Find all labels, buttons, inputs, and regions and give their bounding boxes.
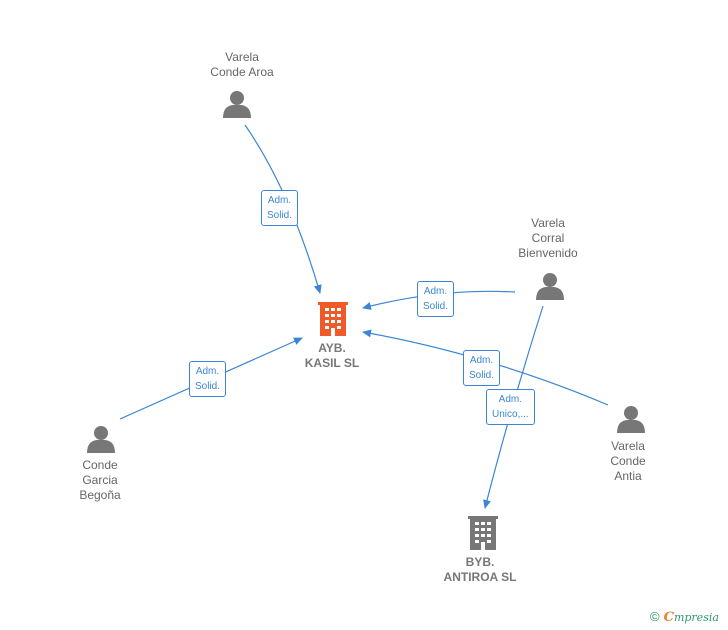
person-name-line: Conde — [82, 458, 118, 472]
edge-label-bienvenido[interactable]: Adm. Solid. — [417, 281, 455, 317]
edge-label-bienvenido-byb[interactable]: Adm. Unico,... — [486, 389, 535, 425]
person-name-line: Bienvenido — [518, 246, 578, 260]
edge-role-line: Adm. — [267, 195, 292, 206]
person-label-bienvenido[interactable]: Varela Corral Bienvenido — [498, 216, 598, 261]
person-icon-begona[interactable] — [87, 426, 115, 453]
person-name-line: Varela — [611, 439, 645, 453]
building-icon-byb[interactable] — [468, 516, 498, 550]
person-name-line: Antia — [614, 469, 642, 483]
company-name-line: KASIL SL — [304, 356, 360, 370]
person-name-line: Varela — [225, 50, 259, 64]
person-name-line: Conde Aroa — [210, 65, 274, 79]
person-label-aroa[interactable]: Varela Conde Aroa — [190, 50, 294, 80]
edge-label-antia[interactable]: Adm. Solid. — [463, 350, 501, 386]
person-name-line: Conde — [610, 454, 646, 468]
edge-role-line: Solid. — [469, 370, 495, 381]
edge-role-line: Solid. — [423, 301, 449, 312]
empresia-logo[interactable]: ©Cmpresia — [650, 609, 719, 625]
person-name-line: Garcia — [82, 473, 118, 487]
edge-label-begona[interactable]: Adm. Solid. — [189, 361, 227, 397]
edge-role-line: Solid. — [195, 381, 221, 392]
company-label-byb[interactable]: BYB. ANTIROA SL — [430, 555, 530, 585]
company-name-line: BYB. — [465, 555, 495, 569]
edge-role-line: Adm. — [469, 355, 494, 366]
edge-role-line: Adm. — [423, 286, 448, 297]
copyright-symbol: © — [650, 609, 660, 624]
person-icon-antia[interactable] — [617, 406, 645, 433]
person-label-antia[interactable]: Varela Conde Antia — [588, 439, 668, 484]
person-name-line: Corral — [531, 231, 565, 245]
company-name-line: AYB. — [318, 341, 346, 355]
person-name-line: Varela — [531, 216, 565, 230]
edge-role-line: Solid. — [267, 210, 293, 221]
brand-initial: C — [663, 610, 674, 625]
edge-role-line: Adm. — [195, 366, 220, 377]
brand-name: mpresia — [673, 611, 719, 624]
edge-label-aroa[interactable]: Adm. Solid. — [261, 190, 299, 226]
company-label-main[interactable]: AYB. KASIL SL — [282, 341, 382, 371]
building-icon-main[interactable] — [318, 302, 348, 336]
person-icon-bienvenido[interactable] — [536, 273, 564, 300]
edge-role-line: Unico,... — [492, 409, 529, 420]
person-icon-aroa[interactable] — [223, 91, 251, 118]
person-name-line: Begoña — [79, 488, 121, 502]
company-name-line: ANTIROA SL — [443, 570, 517, 584]
person-label-begona[interactable]: Conde Garcia Begoña — [50, 458, 150, 503]
edge-role-line: Adm. — [498, 394, 523, 405]
